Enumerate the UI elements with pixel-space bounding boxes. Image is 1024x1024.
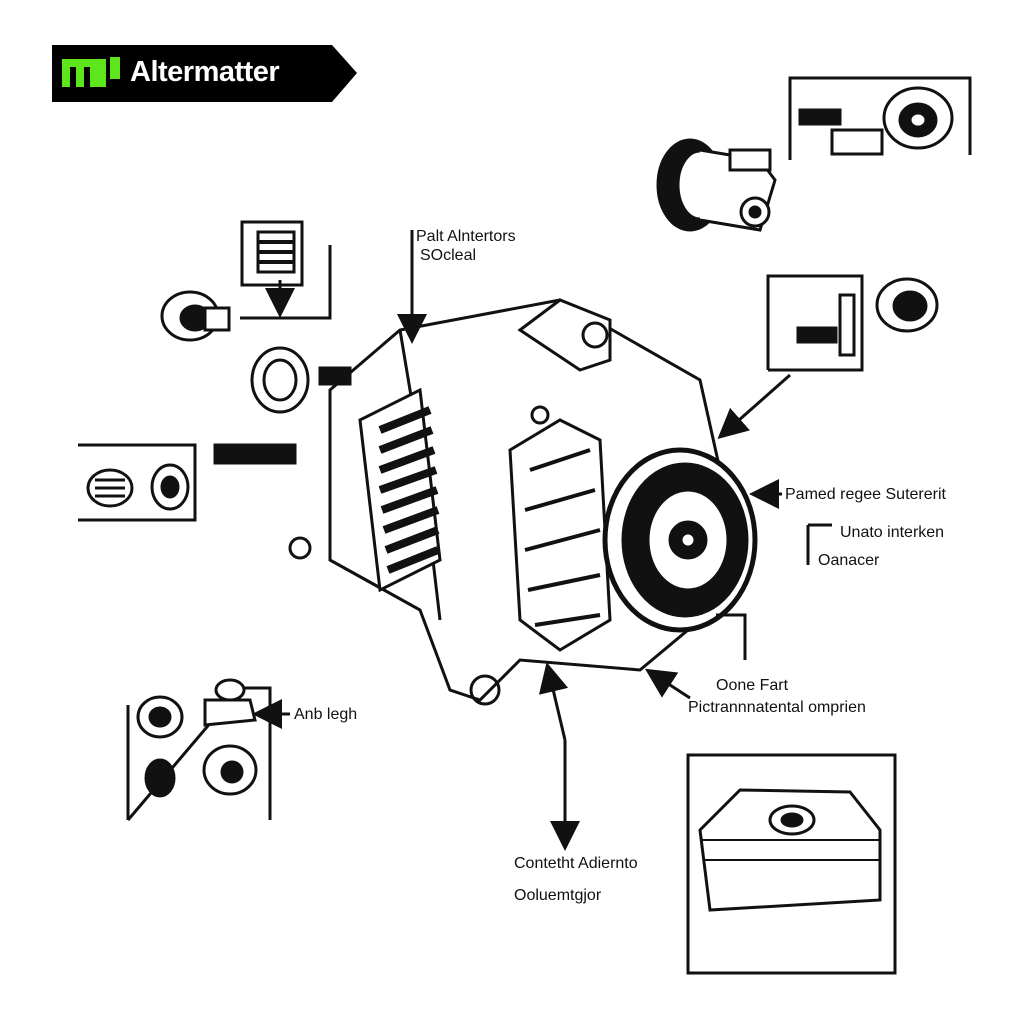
label-lower-right-line2: Pictrannnatental omprien	[688, 699, 866, 716]
callout-box-left	[78, 443, 197, 522]
label-lower-right-line1: Oone Fart	[716, 677, 789, 694]
logo-icon	[62, 57, 120, 87]
callout-box-lower-left	[126, 686, 272, 821]
part-nut-left	[160, 290, 231, 342]
part-bushing-top	[656, 138, 777, 232]
callout-box-mid-right	[766, 274, 864, 372]
part-bushings-left	[86, 463, 190, 511]
logo-banner	[52, 45, 357, 102]
label-pulley: Pamed regee Sutererit	[785, 486, 946, 503]
callout-box-top-right	[788, 76, 972, 160]
logo-text: Altermatter	[130, 56, 280, 88]
callout-box-top-left	[240, 220, 332, 320]
label-right-line1: Unato interken	[840, 524, 945, 541]
part-grommets	[136, 678, 258, 798]
part-regulator-cover	[698, 788, 882, 912]
label-bottom-line2: Ooluemtgjor	[514, 887, 602, 904]
label-bottom-line1: Contetht Adiernto	[514, 855, 638, 872]
label-left: Anb legh	[294, 706, 358, 723]
part-spring	[256, 230, 296, 318]
pulley	[602, 447, 758, 633]
part-bolt-top-right	[798, 86, 954, 156]
label-top-part-line1: Palt Alntertors	[416, 228, 516, 245]
label-right-line2: Oanacer	[818, 552, 880, 569]
part-pin-right	[796, 277, 939, 357]
callout-box-bottom-right	[686, 753, 897, 975]
rear-bolt	[213, 346, 352, 465]
label-top-part-line2: SOcleal	[420, 247, 477, 264]
